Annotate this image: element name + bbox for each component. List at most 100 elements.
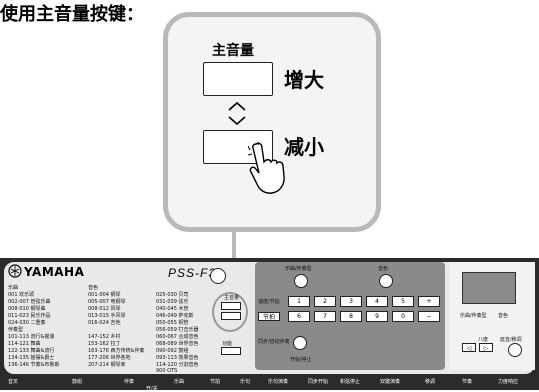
panel-volume-up-button[interactable]	[221, 302, 241, 310]
bottom-label: 伴奏	[124, 379, 135, 385]
list-item: 001-004 钢琴	[88, 292, 121, 298]
list-item: 114-120 分割音色	[156, 362, 199, 368]
style-list-header: 伴奏型	[8, 327, 24, 333]
bottom-label: 节奏	[462, 379, 473, 385]
list-item: 005-007 电钢琴	[88, 299, 126, 305]
bottom-label: 移调	[425, 379, 436, 385]
display-song-style-label: 乐曲/伴奏型	[460, 313, 487, 319]
num-key-1[interactable]: 1	[288, 296, 310, 307]
function-button[interactable]	[221, 347, 241, 355]
bottom-label: 鼓组	[72, 379, 83, 385]
list-item: 060-067 合成音色	[156, 334, 199, 340]
bottom-label: 乐曲	[174, 379, 185, 385]
num-key-4[interactable]: 4	[366, 296, 388, 307]
bottom-label: 乐句	[240, 379, 251, 385]
metronome-button[interactable]: 节拍	[258, 312, 280, 321]
pointing-hand-icon	[248, 142, 285, 194]
power-knob[interactable]	[210, 268, 226, 284]
list-item: 207-214 钢琴家	[88, 362, 126, 368]
sustain-label: 延音/移调	[500, 337, 522, 343]
num-key-2[interactable]: 2	[314, 296, 336, 307]
voice-section-label: 音色	[378, 266, 389, 272]
song-style-section-label: 乐曲/伴奏型	[285, 266, 312, 272]
num-key-6[interactable]: 6	[288, 311, 310, 322]
list-item: 024-030 二重奏	[8, 320, 46, 326]
list-item: 114-121 舞曲	[8, 341, 41, 347]
list-item: 008-012 风琴	[88, 306, 121, 312]
octave-down-button[interactable]: ◁	[462, 343, 476, 352]
voice-select-button[interactable]	[379, 274, 393, 288]
sync-label: 同步/自动伴奏	[258, 339, 290, 345]
voice-list-header: 音色	[88, 285, 99, 291]
volume-up-button[interactable]	[203, 62, 273, 96]
decrease-label: 减小	[284, 135, 324, 159]
master-volume-label: 主音量	[212, 43, 254, 59]
list-item: 046-049 萨克斯	[156, 313, 194, 319]
list-item: 136-146 节奏&布鲁斯	[8, 362, 60, 368]
tempo-label: 速度/节拍	[258, 299, 280, 305]
octave-up-button[interactable]: ▷	[479, 343, 493, 352]
list-item: 016-024 吉他	[88, 320, 121, 326]
style-list-col2: 147-152 乡村 153-162 拉丁 163-176 西方传统&伴奏 17…	[88, 333, 158, 368]
list-item: 031-039 弦乐	[156, 299, 189, 305]
display-voice-label: 音色	[498, 313, 509, 319]
up-down-arrows-icon	[228, 101, 246, 126]
list-item: 050-055 铜管	[156, 320, 189, 326]
list-item: 025-030 贝司	[156, 292, 189, 298]
num-key-8[interactable]: 8	[340, 311, 362, 322]
bottom-label: 力度响应	[498, 379, 519, 385]
minus-key[interactable]: −	[418, 311, 440, 322]
start-stop-button[interactable]	[293, 336, 307, 350]
list-item: 122-133 舞曲&流行	[8, 348, 55, 354]
start-stop-label: 开始/停止	[290, 357, 312, 363]
list-item: 013-015 手风琴	[88, 313, 126, 319]
bottom-label: 节拍	[210, 379, 221, 385]
bottom-label: 和弦停止	[340, 379, 361, 385]
num-key-7[interactable]: 7	[314, 311, 336, 322]
function-label: 功能	[222, 341, 233, 347]
list-item: 134-135 摇摆&爵士	[8, 355, 55, 361]
list-item: 056-059 打击乐器	[156, 327, 199, 333]
song-list-header: 乐曲	[8, 285, 19, 291]
num-key-5[interactable]: 5	[392, 296, 414, 307]
list-item: 093-113 效果音色	[156, 355, 199, 361]
panel-volume-down-button[interactable]	[221, 312, 241, 320]
bottom-label: 双键演奏	[380, 379, 401, 385]
song-style-select-button[interactable]	[294, 274, 308, 288]
page-title: 使用主音量按键：	[0, 4, 144, 25]
style-list-col1: 101-113 流行&摇滚 114-121 舞曲 122-133 舞曲&流行 1…	[8, 333, 78, 368]
increase-label: 增大	[284, 68, 324, 92]
num-key-3[interactable]: 3	[340, 296, 362, 307]
bottom-label: 同步开始	[308, 379, 329, 385]
yamaha-logo-icon	[8, 264, 22, 278]
plus-key[interactable]: +	[418, 296, 440, 307]
callout-panel	[163, 12, 381, 232]
list-item: 040-045 木管	[156, 306, 189, 312]
list-item: 153-162 拉丁	[88, 341, 121, 347]
num-key-0[interactable]: 0	[392, 311, 414, 322]
voice-list-col1: 001-004 钢琴 005-007 电钢琴 008-012 风琴 013-01…	[88, 291, 156, 326]
brand-name: YAMAHA	[24, 265, 85, 279]
song-list: 001 欢乐颂 002-007 管弦乐曲 008-010 钢琴曲 011-023…	[8, 291, 88, 326]
list-item: 090-092 鼓组	[156, 348, 189, 354]
bottom-label: 开/关	[146, 386, 158, 392]
bottom-label: 音叉	[8, 379, 19, 385]
sustain-button[interactable]	[508, 343, 522, 357]
voice-list-col2: 025-030 贝司 031-039 弦乐 040-045 木管 046-049…	[156, 291, 206, 374]
list-item: 147-152 乡村	[88, 334, 121, 340]
list-item: 011-023 民乐作品	[8, 313, 51, 319]
octave-label: 八度	[478, 337, 489, 343]
list-item: 101-113 流行&摇滚	[8, 334, 55, 340]
list-item: 163-176 西方传统&伴奏	[88, 348, 145, 354]
list-item: 900 OTS	[156, 368, 178, 374]
model-name: PSS-F30	[168, 266, 224, 280]
list-item: 001 欢乐颂	[8, 292, 35, 298]
list-item: 177-206 世界各地	[88, 355, 131, 361]
highlight-circle	[212, 292, 248, 332]
bottom-label: 乐句演奏	[268, 379, 289, 385]
lcd-display	[462, 272, 516, 304]
num-key-9[interactable]: 9	[366, 311, 388, 322]
list-item: 008-010 钢琴曲	[8, 306, 46, 312]
list-item: 068-089 世界音色	[156, 341, 199, 347]
master-volume-panel-label: 主音量	[224, 295, 240, 301]
